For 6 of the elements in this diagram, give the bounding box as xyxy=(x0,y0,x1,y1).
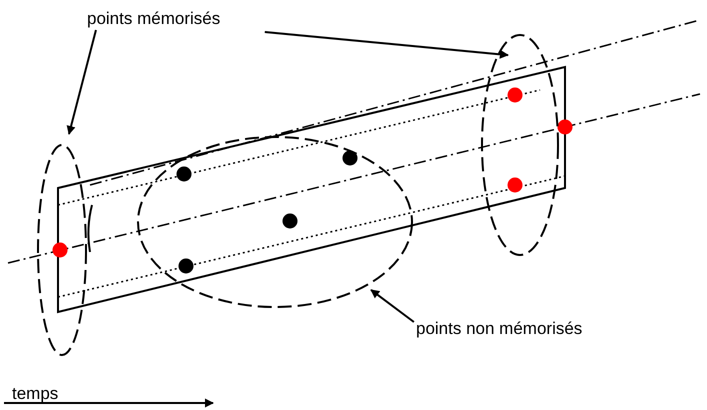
leader-arrow xyxy=(66,30,97,135)
axis-label: temps xyxy=(12,384,58,404)
leader-arrow xyxy=(370,289,414,323)
callout-text: points non mémorisés xyxy=(416,319,626,339)
callout-text: points mémorisés xyxy=(87,9,227,29)
leader-arrow xyxy=(264,31,509,59)
